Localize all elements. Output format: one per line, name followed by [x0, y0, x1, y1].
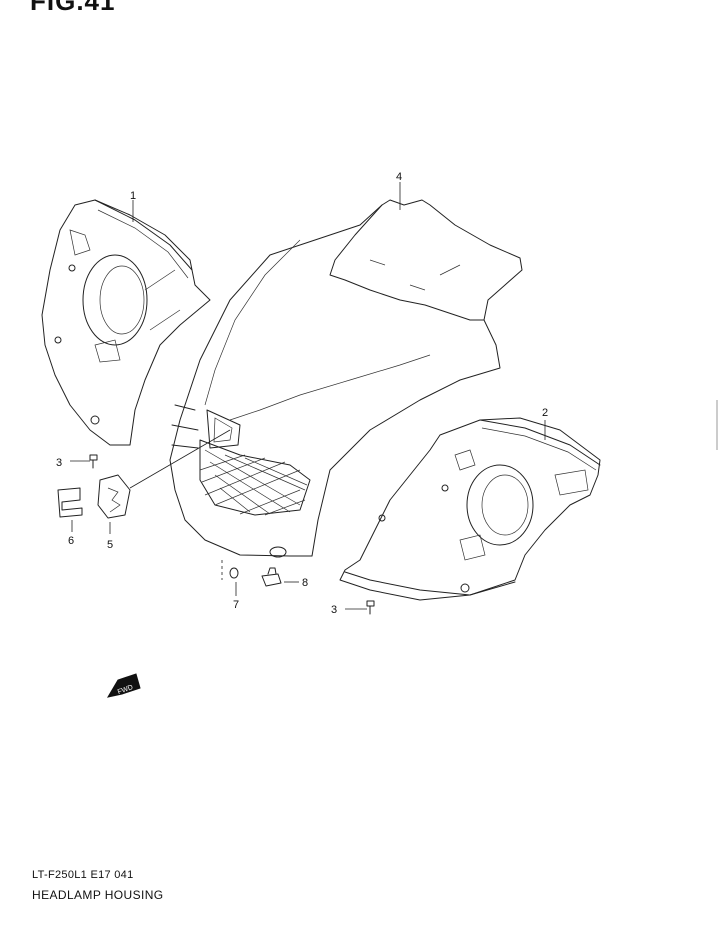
- fwd-arrow-icon: FWD: [106, 673, 141, 698]
- nut-part[interactable]: [221, 560, 239, 580]
- leader-lines: [70, 182, 546, 610]
- part-label-3-right: 3: [331, 604, 337, 616]
- bolt-part[interactable]: [261, 567, 282, 587]
- part-label-5: 5: [107, 539, 113, 551]
- figure-title: FIG.41: [30, 0, 116, 16]
- screw-right-part[interactable]: [366, 600, 375, 615]
- drawing-code: LT-F250L1 E17 041: [32, 869, 134, 881]
- emblem-part[interactable]: [57, 487, 83, 518]
- part-label-2: 2: [542, 407, 548, 419]
- page-edge-mark: [716, 400, 718, 450]
- part-label-1: 1: [130, 190, 136, 202]
- drawing-title: HEADLAMP HOUSING: [32, 888, 164, 902]
- part-label-6: 6: [68, 535, 74, 547]
- emblem-plate-part[interactable]: [97, 474, 131, 519]
- part-label-7: 7: [233, 599, 239, 611]
- left-inner-housing-part[interactable]: [41, 199, 211, 446]
- part-label-8: 8: [302, 577, 308, 589]
- part-label-3-left: 3: [56, 457, 62, 469]
- headlamp-housing-part[interactable]: [169, 199, 523, 558]
- part-label-4: 4: [396, 171, 402, 183]
- screw-left-part[interactable]: [89, 454, 98, 469]
- right-inner-housing-part[interactable]: [339, 417, 601, 601]
